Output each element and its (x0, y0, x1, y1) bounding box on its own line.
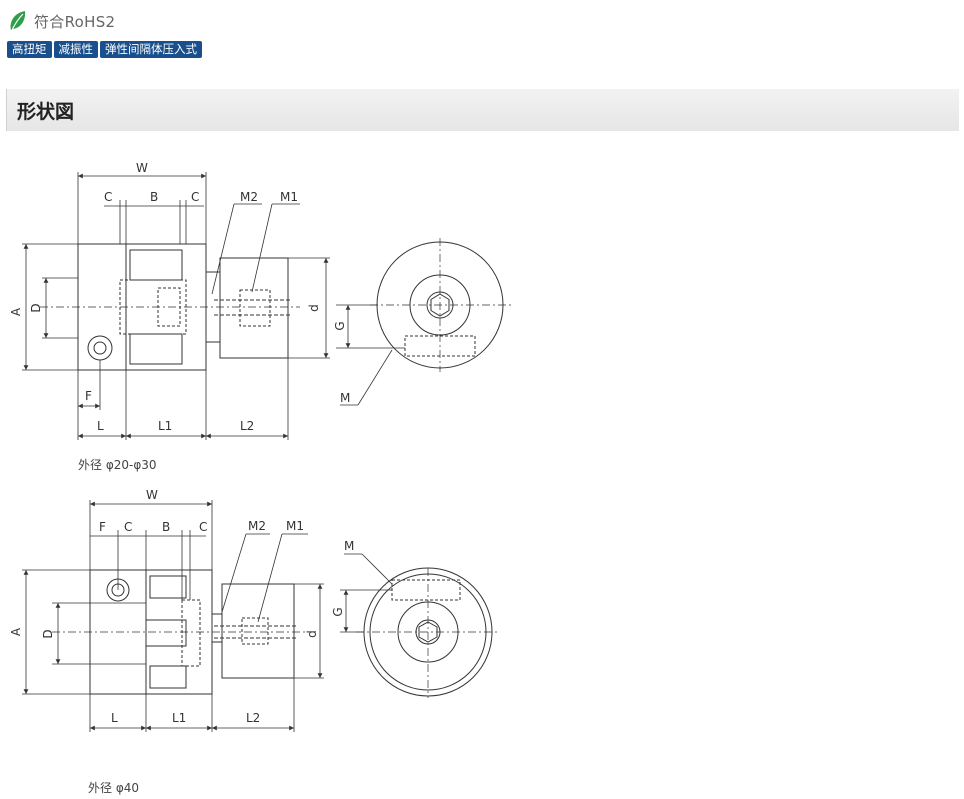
dim2-b: B (162, 520, 170, 534)
dim2-m: M (344, 539, 354, 553)
dim-g: G (333, 321, 347, 330)
dim-d-small: d (307, 304, 321, 312)
dim-a: A (9, 307, 23, 316)
dim2-c-right: C (199, 520, 207, 534)
dim2-l1: L1 (172, 711, 186, 725)
dim-c-right: C (191, 190, 199, 204)
tag-high-torque: 高扭矩 (7, 41, 52, 58)
dim-l1: L1 (158, 419, 172, 433)
dim2-w: W (146, 488, 158, 502)
tag-press-fit-spacer: 弹性间隔体压入式 (100, 41, 202, 58)
coupling-end-view-2 (356, 567, 500, 698)
dim-m2: M2 (240, 190, 258, 204)
section-header: 形状図 (6, 89, 959, 131)
caption-drawing-1: 外径 φ20-φ30 (78, 458, 157, 472)
dim2-d-small: d (305, 630, 319, 638)
rohs-badge: 符合RoHS2 (8, 10, 115, 32)
dimension-lines-1 (22, 172, 405, 440)
dim2-a: A (9, 627, 23, 636)
dim2-c-left: C (124, 520, 132, 534)
section-title: 形状図 (17, 101, 75, 123)
feature-tags: 高扭矩 减振性 弹性间隔体压入式 (7, 41, 202, 58)
dim-c-left: C (104, 190, 112, 204)
dim2-m1: M1 (286, 519, 304, 533)
dim-w: W (136, 161, 148, 175)
leaf-icon (10, 11, 26, 31)
dim2-l: L (111, 711, 118, 725)
coupling-side-view-2 (52, 569, 310, 695)
dim2-f: F (99, 520, 106, 534)
coupling-side-view-1 (40, 243, 300, 371)
dimension-labels-2: W F C B C M2 M1 A D d G M L L1 L2 (9, 488, 354, 725)
tag-vibration-damping: 减振性 (53, 41, 98, 58)
dim2-m2: M2 (248, 519, 266, 533)
dim-l: L (97, 419, 104, 433)
rohs-label: 符合RoHS2 (34, 12, 116, 31)
dim-d-bore: D (29, 303, 43, 312)
coupling-end-view-1 (370, 238, 512, 372)
dim-f: F (85, 389, 92, 403)
dim-b: B (150, 190, 158, 204)
caption-drawing-2: 外径 φ40 (88, 781, 140, 795)
dim-m1: M1 (280, 190, 298, 204)
dimension-lines-2 (22, 500, 393, 732)
dim2-l2: L2 (246, 711, 260, 725)
dimension-labels-1: W C B C M2 M1 A D d G M F L L1 L2 (9, 161, 350, 433)
dim2-g: G (331, 607, 345, 616)
dim-l2: L2 (240, 419, 254, 433)
dim-m: M (340, 391, 350, 405)
dim2-d-bore: D (41, 629, 55, 638)
